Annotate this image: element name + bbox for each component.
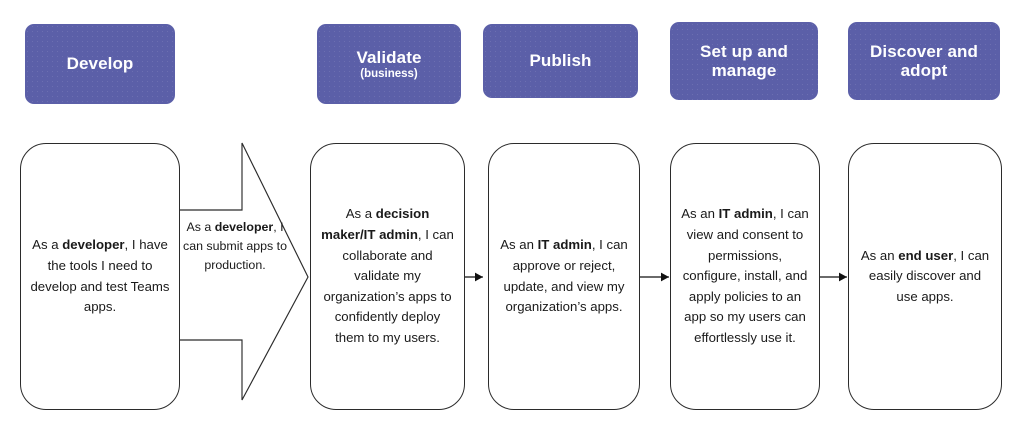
story-setup-body: , I can view and consent to permissions,… <box>682 206 809 345</box>
story-develop-prefix: As a <box>32 237 63 253</box>
stage-header-validate-subtitle: (business) <box>360 67 418 80</box>
story-setup-role: IT admin <box>718 206 773 222</box>
story-text-develop: As a developer, I have the tools I need … <box>30 235 170 317</box>
story-publish-prefix: As an <box>500 237 538 253</box>
stage-header-validate[interactable]: Validate (business) <box>317 24 461 104</box>
story-discover-body: , I can easily discover and use apps. <box>868 247 990 304</box>
story-validate-body: , I can collaborate and validate my orga… <box>323 227 454 345</box>
stage-header-publish[interactable]: Publish <box>483 24 638 98</box>
story-submit-body: , I can submit apps to production. <box>183 220 288 272</box>
story-validate-prefix: As a <box>345 206 376 222</box>
story-box-validate[interactable]: As a decision maker/IT admin, I can coll… <box>310 143 465 410</box>
story-text-discover-and-adopt: As an end user, I can easily discover an… <box>858 246 992 308</box>
story-submit-prefix: As a <box>186 220 215 234</box>
connector-arrow-validate-to-publish <box>465 272 483 282</box>
story-box-publish[interactable]: As an IT admin, I can approve or reject,… <box>488 143 640 410</box>
story-discover-role: end user <box>898 247 954 263</box>
story-validate-role: decision maker/IT admin <box>321 206 430 243</box>
stage-header-develop-title: Develop <box>66 54 134 74</box>
story-submit-role: developer <box>214 220 274 234</box>
stage-header-set-up-and-manage-title: Set up and manage <box>700 41 788 80</box>
connector-arrow-publish-to-setup <box>640 272 669 282</box>
story-box-develop[interactable]: As a developer, I have the tools I need … <box>20 143 180 410</box>
stage-header-discover-and-adopt-title: Discover and adopt <box>870 41 978 80</box>
stage-header-validate-title: Validate <box>356 47 422 67</box>
stage-header-develop[interactable]: Develop <box>25 24 175 104</box>
story-text-set-up-and-manage: As an IT admin, I can view and consent t… <box>680 204 810 348</box>
story-text-publish: As an IT admin, I can approve or reject,… <box>498 235 630 317</box>
story-box-discover-and-adopt[interactable]: As an end user, I can easily discover an… <box>848 143 1002 410</box>
story-text-submit-arrow: As a developer, I can submit apps to pro… <box>183 218 287 275</box>
story-box-set-up-and-manage[interactable]: As an IT admin, I can view and consent t… <box>670 143 820 410</box>
stage-header-publish-title: Publish <box>529 51 592 71</box>
stage-header-set-up-and-manage[interactable]: Set up and manage <box>670 22 818 100</box>
story-discover-prefix: As an <box>860 247 899 263</box>
story-text-validate: As a decision maker/IT admin, I can coll… <box>320 204 455 348</box>
story-develop-role: developer <box>62 237 125 253</box>
stage-header-discover-and-adopt[interactable]: Discover and adopt <box>848 22 1000 100</box>
story-develop-body: , I have the tools I need to develop and… <box>30 237 170 315</box>
story-publish-role: IT admin <box>537 237 592 253</box>
story-setup-prefix: As an <box>681 206 719 222</box>
connector-arrow-setup-to-discover <box>820 272 847 282</box>
story-publish-body: , I can approve or reject, update, and v… <box>503 237 628 315</box>
